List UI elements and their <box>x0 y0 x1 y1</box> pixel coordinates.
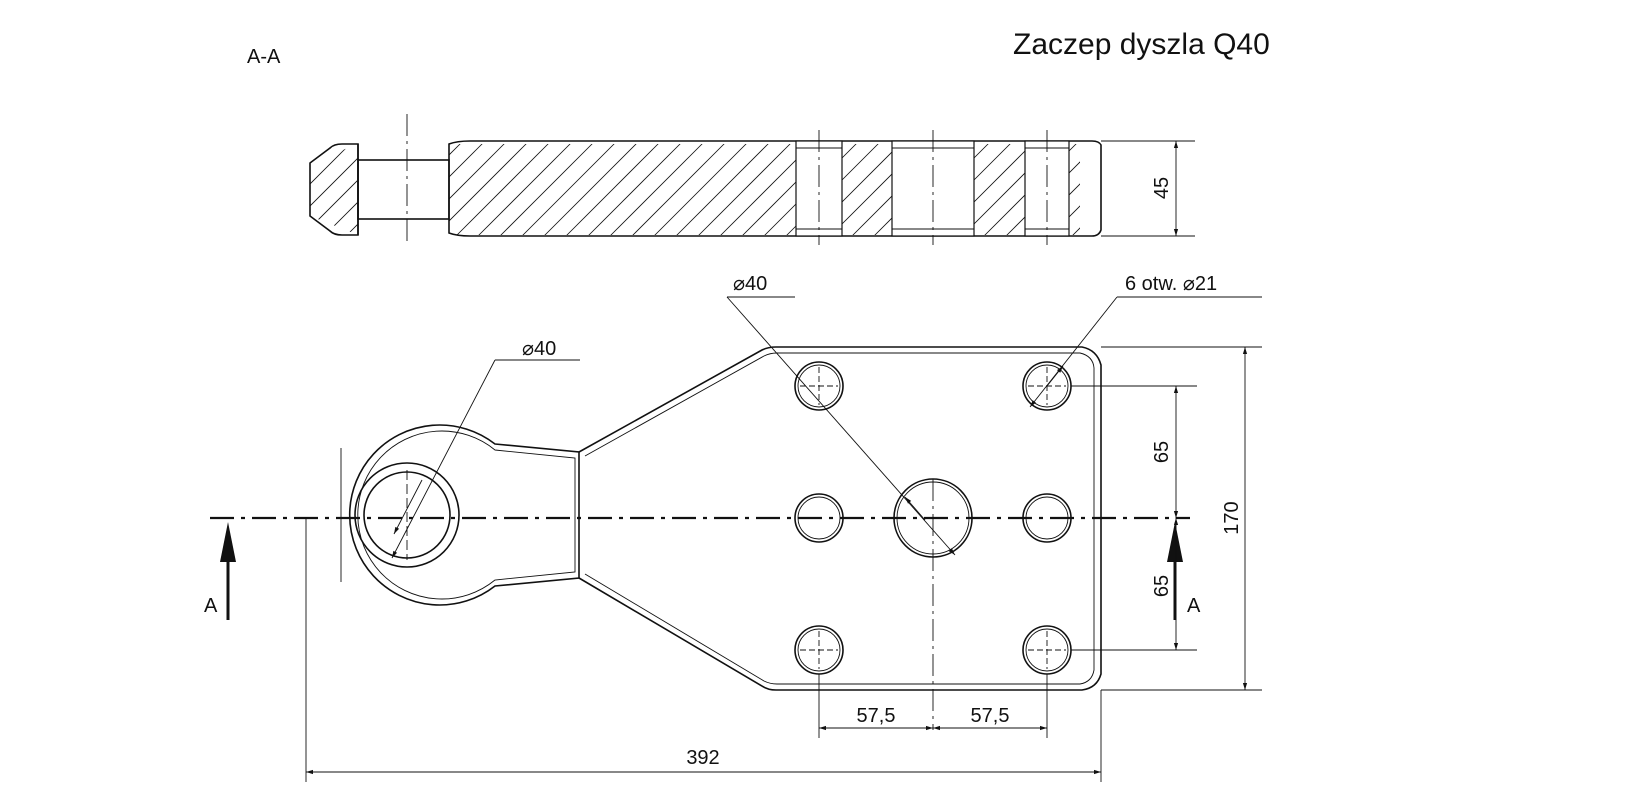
section-view: 45 <box>309 114 1195 245</box>
drawing-title: Zaczep dyszla Q40 <box>1013 28 1270 61</box>
hole-spacing-horizontal-left: 57,5 <box>857 705 896 727</box>
thickness-dim-text: 45 <box>1151 177 1173 199</box>
bolt-holes-label: 6 otw. ⌀21 <box>1125 273 1217 295</box>
section-body-outline <box>448 140 1102 237</box>
section-arrow-label: A <box>1187 595 1201 617</box>
section-arrow-right: A <box>1167 522 1201 620</box>
section-arrow-left: A <box>204 522 236 620</box>
plan-view: A A ⌀40 ⌀40 6 otw. ⌀21 65 65 170 <box>204 273 1262 782</box>
section-neck-bore <box>357 159 450 220</box>
eye-outline <box>348 424 580 606</box>
center-hole-diameter-label: ⌀40 <box>733 273 767 295</box>
hole-spacing-horizontal-right: 57,5 <box>971 705 1010 727</box>
eye-diameter-label: ⌀40 <box>522 338 556 360</box>
hole-spacing-vertical-top: 65 <box>1151 441 1173 463</box>
eye-bore-outer <box>354 462 460 568</box>
hole-spacing-vertical-bottom: 65 <box>1151 575 1173 597</box>
section-tip-outline <box>309 143 359 236</box>
section-label: A-A <box>247 46 281 68</box>
section-arrow-label: A <box>204 595 218 617</box>
bolt-hole <box>794 361 844 411</box>
plate-height-label: 170 <box>1221 501 1243 534</box>
section-hatching <box>310 144 1080 235</box>
overall-length-label: 392 <box>686 747 719 769</box>
